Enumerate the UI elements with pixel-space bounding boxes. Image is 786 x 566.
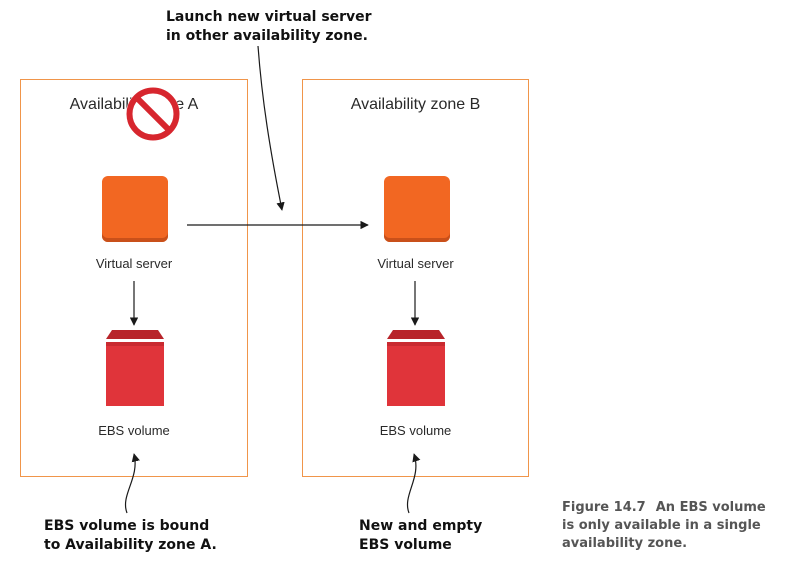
launch-callout: Launch new virtual server in other avail… <box>166 8 372 46</box>
new-volume-callout-line: EBS volume <box>359 537 452 553</box>
ebs-volume-icon <box>387 330 445 406</box>
figure-caption: Figure 14.7 An EBS volume is only availab… <box>562 499 766 553</box>
caption-line: availability zone. <box>562 536 688 551</box>
zone-b-volume-label: EBS volume <box>379 423 452 438</box>
virtual-server-icon <box>102 176 168 242</box>
figure-number: Figure 14.7 <box>562 500 646 515</box>
prohibited-icon <box>126 87 180 141</box>
bound-callout-line: to Availability zone A. <box>44 537 217 553</box>
availability-zone-b: Availability zone B Virtual server EBS v… <box>302 79 529 477</box>
ebs-volume-icon <box>106 330 164 406</box>
caption-line: An EBS volume <box>655 500 766 515</box>
virtual-server-icon <box>384 176 450 242</box>
zone-a-volume-label: EBS volume <box>98 423 170 438</box>
new-volume-callout-line: New and empty <box>359 518 483 534</box>
new-volume-callout: New and empty EBS volume <box>359 517 482 555</box>
bound-callout-line: EBS volume is bound <box>44 518 210 534</box>
caption-line: is only available in a single <box>562 518 761 533</box>
bound-callout: EBS volume is bound to Availability zone… <box>44 517 217 555</box>
launch-callout-line: in other availability zone. <box>166 28 368 44</box>
launch-callout-line: Launch new virtual server <box>166 9 372 25</box>
zone-b-title: Availability zone B <box>350 96 481 113</box>
launch-callout-pointer <box>257 45 285 211</box>
zone-b-server-label: Virtual server <box>377 256 454 271</box>
zone-a-server-label: Virtual server <box>95 256 173 271</box>
